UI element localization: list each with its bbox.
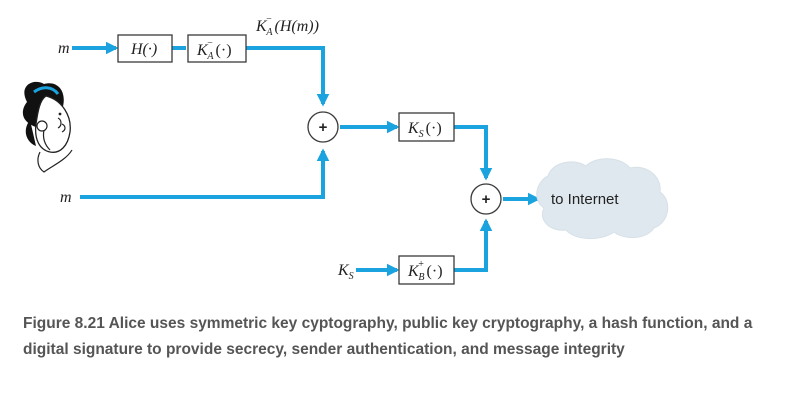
input-ks-label: KS [337,262,354,282]
flow-public-to-sum [454,218,493,272]
private-key-box [187,34,247,63]
input-m-bottom-label: m [60,189,72,206]
figure-caption: Figure 8.21 Alice uses symmetric key cyp… [23,311,793,363]
hash-function-box [117,34,173,63]
signed-hash-label: K−A(H(m)) [255,14,319,38]
public-key-box [398,255,455,285]
concatenate-node-bottom-plus: + [482,191,491,208]
session-key-box [398,112,455,142]
session-key-label: KS(·) [407,120,442,140]
hash-function-label: H(·) [130,41,157,58]
flow-session-to-sum [454,125,493,181]
internet-cloud: to Internet [536,158,669,239]
alice-pgp-diagram: m m KS H(·) K−A(·) K−A(H(m)) + KS(·) K+B… [22,14,669,285]
internet-label: to Internet [551,191,619,208]
concatenate-node-top [307,111,339,143]
concatenate-node-bottom [470,183,502,215]
figure-caption-text: Alice uses symmetric key cyptography, pu… [23,315,753,358]
flow-m-to-sum [80,148,330,199]
figure-number: Figure 8.21 [23,315,105,332]
flow-sign-to-sum [246,46,330,107]
public-key-label: K+B(·) [407,259,443,283]
private-key-label: K−A(·) [196,38,232,62]
concatenate-node-top-plus: + [319,119,328,136]
input-m-top-label: m [58,40,70,57]
alice-icon [22,81,73,173]
